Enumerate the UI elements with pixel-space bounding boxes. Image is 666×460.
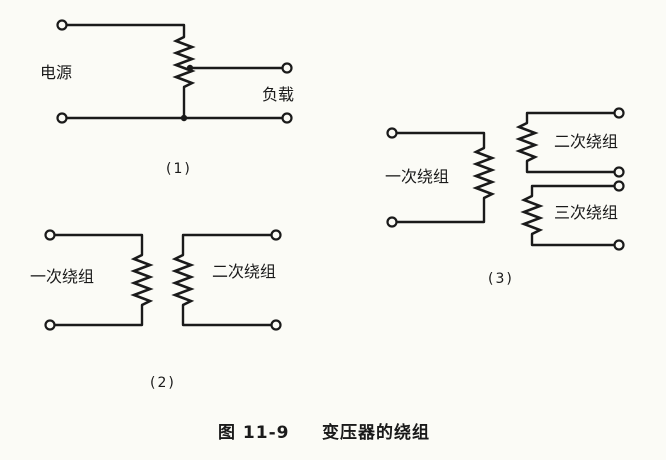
panel1-source-label: 电源: [40, 63, 73, 82]
panel2-primary-label: 一次绕组: [30, 267, 95, 286]
panel3-secondary-terminal-bottom: [613, 166, 625, 178]
figure-caption-title: 变压器的绕组: [322, 423, 430, 443]
panel3-tertiary-bottom-wire: [530, 232, 621, 247]
panel2-primary-terminal-bottom: [44, 319, 56, 331]
panel1-load-terminal-top: [281, 62, 293, 74]
panel3-secondary-winding: [515, 121, 539, 163]
panel3-primary-label: 一次绕组: [385, 167, 450, 186]
panel2-primary-terminal-top: [44, 229, 56, 241]
panel1-number-label: (1): [166, 161, 192, 177]
panel2-primary-winding: [130, 253, 154, 307]
panel1-source-terminal-top: [56, 19, 68, 31]
panel3-secondary-top-wire: [525, 111, 621, 125]
panel3-secondary-label: 二次绕组: [554, 132, 619, 151]
panel2-secondary-label: 二次绕组: [212, 262, 277, 281]
panel3-primary-terminal-bottom: [386, 216, 398, 228]
panel2-number-label: (2): [150, 375, 176, 391]
panel1-top-wire: [60, 23, 186, 39]
panel2-secondary-terminal-top: [270, 229, 282, 241]
panel3-primary-winding: [472, 146, 496, 200]
panel3-tertiary-terminal-bottom: [613, 239, 625, 251]
panel2-secondary-winding: [171, 253, 195, 307]
panel1-load-label: 负载: [262, 85, 295, 104]
panel2-primary-bottom-wire: [48, 303, 144, 327]
panel-1-circuit: [56, 19, 293, 124]
panel3-tertiary-top-wire: [530, 184, 621, 198]
panel2-primary-top-wire: [48, 233, 144, 257]
panel1-bottom-junction: [180, 114, 188, 122]
panel1-source-terminal-bottom: [56, 112, 68, 124]
panel3-primary-terminal-top: [386, 127, 398, 139]
panel1-load-terminal-bottom: [281, 112, 293, 124]
panel2-secondary-top-wire: [181, 233, 278, 257]
panel-2-circuit: [44, 229, 282, 331]
panel3-tertiary-label: 三次绕组: [554, 203, 619, 222]
panel3-number-label: (3): [488, 271, 514, 287]
panel1-tap-junction: [186, 64, 194, 72]
panel3-secondary-terminal-top: [613, 107, 625, 119]
figure-caption-number: 图 11-9: [218, 423, 290, 443]
panel3-secondary-bottom-wire: [525, 159, 621, 174]
panel-3-circuit: [386, 107, 625, 251]
panel2-secondary-bottom-wire: [181, 303, 278, 327]
panel3-tertiary-winding: [520, 194, 544, 236]
panel2-secondary-terminal-bottom: [270, 319, 282, 331]
panel1-winding: [172, 35, 196, 89]
panel3-primary-top-wire: [390, 131, 486, 150]
panel3-tertiary-terminal-top: [613, 180, 625, 192]
panel3-primary-bottom-wire: [390, 196, 486, 224]
